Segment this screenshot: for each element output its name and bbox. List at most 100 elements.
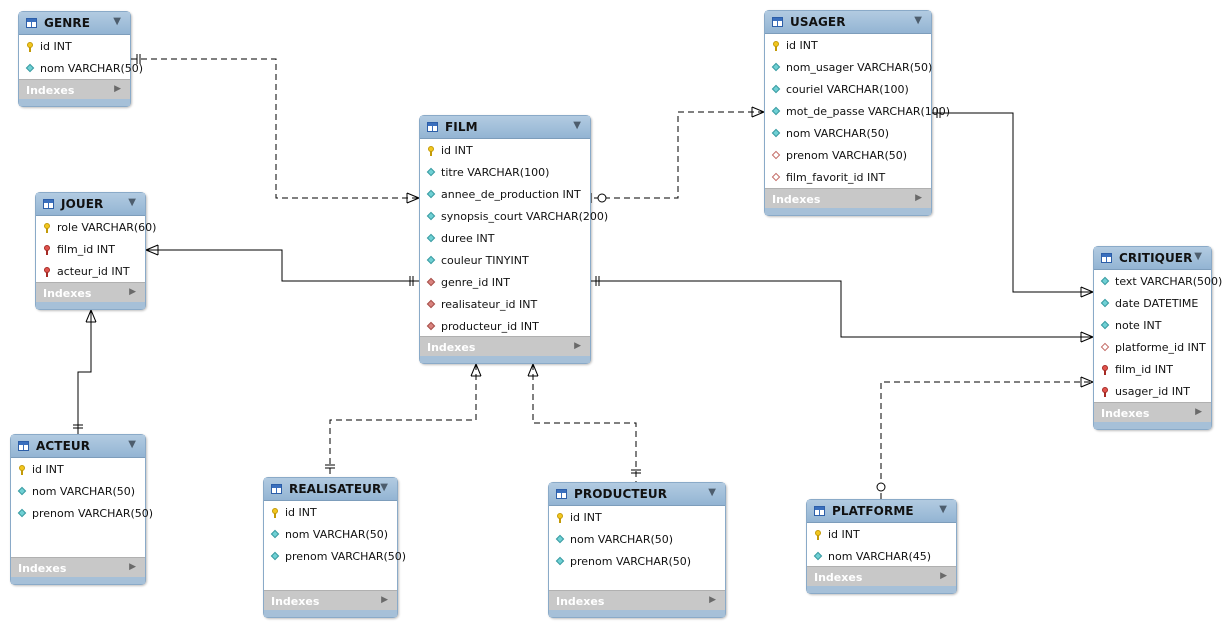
- collapse-arrow-icon[interactable]: ▼: [1194, 251, 1202, 262]
- table-icon: [772, 17, 783, 27]
- expand-arrow-icon[interactable]: ▶: [574, 341, 581, 351]
- column-row[interactable]: realisateur_id INT: [420, 293, 590, 315]
- table-header[interactable]: REALISATEUR ▼: [264, 478, 397, 501]
- column-row[interactable]: prenom VARCHAR(50): [549, 550, 725, 572]
- expand-arrow-icon[interactable]: ▶: [381, 595, 388, 605]
- column-row[interactable]: text VARCHAR(500): [1094, 270, 1222, 292]
- table-footer: [420, 356, 590, 363]
- column-row[interactable]: id INT: [549, 506, 725, 528]
- indexes-section[interactable]: Indexes▶: [807, 566, 956, 587]
- column-row[interactable]: id INT: [807, 523, 956, 545]
- column-row[interactable]: id INT: [765, 34, 931, 56]
- column-row[interactable]: id INT: [264, 501, 397, 523]
- collapse-arrow-icon[interactable]: ▼: [939, 504, 947, 515]
- cyan-diamond-icon: [18, 487, 27, 496]
- column-row[interactable]: prenom VARCHAR(50): [11, 502, 153, 524]
- expand-arrow-icon[interactable]: ▶: [129, 562, 136, 572]
- indexes-section[interactable]: Indexes▶: [765, 188, 931, 209]
- collapse-arrow-icon[interactable]: ▼: [708, 487, 716, 498]
- column-row[interactable]: film_id INT: [36, 238, 145, 260]
- table-header[interactable]: JOUER ▼: [36, 193, 145, 216]
- column-row[interactable]: couleur TINYINT: [420, 249, 590, 271]
- column-row[interactable]: film_id INT: [1094, 358, 1211, 380]
- table-jouer[interactable]: JOUER ▼ role VARCHAR(60) film_id INT act…: [35, 192, 156, 310]
- column-row[interactable]: annee_de_production INT: [420, 183, 590, 205]
- table-header[interactable]: PLATFORME ▼: [807, 500, 956, 523]
- table-header[interactable]: USAGER ▼: [765, 11, 931, 34]
- column-row[interactable]: platforme_id INT: [1094, 336, 1211, 358]
- table-genre[interactable]: GENRE ▼ id INT nom VARCHAR(50) Indexes▶: [18, 11, 143, 107]
- column-row[interactable]: nom VARCHAR(50): [549, 528, 725, 550]
- key-icon: [271, 507, 280, 518]
- table-header[interactable]: GENRE ▼: [19, 12, 130, 35]
- column-row[interactable]: producteur_id INT: [420, 315, 590, 337]
- column-row[interactable]: prenom VARCHAR(50): [765, 144, 931, 166]
- expand-arrow-icon[interactable]: ▶: [114, 84, 121, 94]
- table-film[interactable]: FILM ▼ id INT titre VARCHAR(100) annee_d…: [419, 115, 608, 364]
- table-icon: [1101, 253, 1112, 263]
- column-row[interactable]: prenom VARCHAR(50): [264, 545, 406, 567]
- collapse-arrow-icon[interactable]: ▼: [573, 120, 581, 131]
- relationship-film-jouer: [145, 244, 419, 286]
- hollow-diamond-icon: [772, 173, 781, 182]
- column-row[interactable]: titre VARCHAR(100): [420, 161, 590, 183]
- column-row[interactable]: nom VARCHAR(50): [19, 57, 143, 79]
- key-icon: [43, 222, 52, 233]
- table-icon: [271, 484, 282, 494]
- column-row[interactable]: id INT: [19, 35, 130, 57]
- column-row[interactable]: role VARCHAR(60): [36, 216, 156, 238]
- table-producteur[interactable]: PRODUCTEUR ▼ id INT nom VARCHAR(50) pren…: [548, 482, 726, 618]
- indexes-section[interactable]: Indexes▶: [420, 336, 590, 357]
- column-row[interactable]: nom VARCHAR(50): [11, 480, 145, 502]
- indexes-section[interactable]: Indexes▶: [11, 557, 145, 578]
- cyan-diamond-icon: [1101, 277, 1110, 286]
- collapse-arrow-icon[interactable]: ▼: [380, 482, 388, 493]
- column-row[interactable]: nom VARCHAR(50): [264, 523, 397, 545]
- key-icon: [26, 41, 35, 52]
- column-row[interactable]: film_favorit_id INT: [765, 166, 931, 188]
- table-usager[interactable]: USAGER ▼ id INT nom_usager VARCHAR(50) c…: [764, 10, 950, 216]
- collapse-arrow-icon[interactable]: ▼: [914, 15, 922, 26]
- indexes-section[interactable]: Indexes▶: [549, 590, 725, 611]
- table-acteur[interactable]: ACTEUR ▼ id INT nom VARCHAR(50) prenom V…: [10, 434, 153, 585]
- table-header[interactable]: CRITIQUER ▼: [1094, 247, 1211, 270]
- column-row[interactable]: usager_id INT: [1094, 380, 1211, 402]
- table-name: CRITIQUER: [1119, 251, 1193, 265]
- column-row[interactable]: nom_usager VARCHAR(50): [765, 56, 932, 78]
- column-row[interactable]: genre_id INT: [420, 271, 590, 293]
- table-header[interactable]: FILM ▼: [420, 116, 590, 139]
- cyan-diamond-icon: [772, 107, 781, 116]
- table-footer: [807, 586, 956, 593]
- column-row[interactable]: mot_de_passe VARCHAR(100): [765, 100, 950, 122]
- indexes-section[interactable]: Indexes▶: [19, 79, 130, 100]
- indexes-section[interactable]: Indexes▶: [264, 590, 397, 611]
- column-row[interactable]: date DATETIME: [1094, 292, 1211, 314]
- expand-arrow-icon[interactable]: ▶: [940, 571, 947, 581]
- column-row[interactable]: note INT: [1094, 314, 1211, 336]
- collapse-arrow-icon[interactable]: ▼: [113, 16, 121, 27]
- column-row[interactable]: couriel VARCHAR(100): [765, 78, 931, 100]
- table-footer: [1094, 422, 1211, 429]
- column-row[interactable]: nom VARCHAR(50): [765, 122, 931, 144]
- collapse-arrow-icon[interactable]: ▼: [128, 439, 136, 450]
- table-header[interactable]: ACTEUR ▼: [11, 435, 145, 458]
- column-row[interactable]: id INT: [11, 458, 145, 480]
- column-row[interactable]: synopsis_court VARCHAR(200): [420, 205, 608, 227]
- table-platforme[interactable]: PLATFORME ▼ id INT nom VARCHAR(45) Index…: [806, 499, 957, 594]
- collapse-arrow-icon[interactable]: ▼: [128, 197, 136, 208]
- column-row[interactable]: nom VARCHAR(45): [807, 545, 956, 567]
- column-row[interactable]: acteur_id INT: [36, 260, 145, 282]
- expand-arrow-icon[interactable]: ▶: [1195, 407, 1202, 417]
- table-realisateur[interactable]: REALISATEUR ▼ id INT nom VARCHAR(50) pre…: [263, 477, 406, 618]
- column-row[interactable]: duree INT: [420, 227, 590, 249]
- indexes-section[interactable]: Indexes▶: [36, 282, 145, 303]
- column-row[interactable]: id INT: [420, 139, 590, 161]
- indexes-section[interactable]: Indexes▶: [1094, 402, 1211, 423]
- expand-arrow-icon[interactable]: ▶: [129, 287, 136, 297]
- cyan-diamond-icon: [427, 234, 436, 243]
- table-critiquer[interactable]: CRITIQUER ▼ text VARCHAR(500) date DATET…: [1093, 246, 1222, 430]
- table-header[interactable]: PRODUCTEUR ▼: [549, 483, 725, 506]
- expand-arrow-icon[interactable]: ▶: [709, 595, 716, 605]
- expand-arrow-icon[interactable]: ▶: [915, 193, 922, 203]
